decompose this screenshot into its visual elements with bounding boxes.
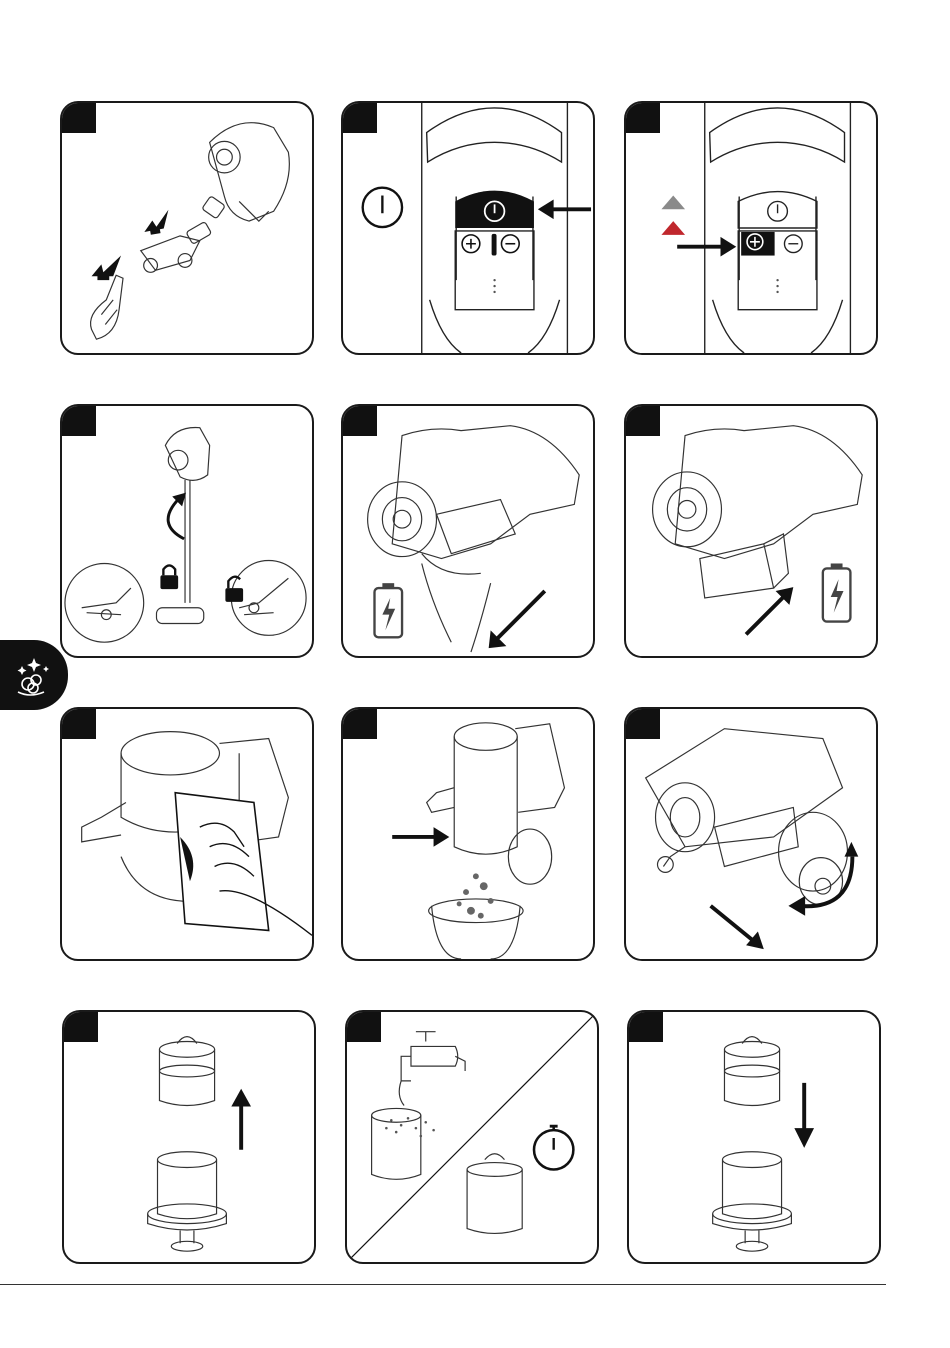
battery-insert-icon	[626, 406, 876, 656]
step-11-panel	[345, 1010, 599, 1264]
step-12-panel	[627, 1010, 881, 1264]
speed-up-button-icon	[626, 103, 876, 353]
faucet-timer-icon	[347, 1012, 597, 1262]
battery-remove-icon	[343, 406, 593, 656]
step-10-panel	[62, 1010, 316, 1264]
wipe-cloth-icon	[62, 709, 312, 959]
step-6-panel	[624, 404, 878, 658]
lock-unlock-icon	[62, 406, 312, 656]
step-1-panel	[60, 101, 314, 355]
step-4-panel	[60, 404, 314, 658]
step-9-panel	[624, 707, 878, 961]
filter-insert-icon	[629, 1012, 879, 1262]
rotate-open-icon	[626, 709, 876, 959]
disassemble-vacuum-icon	[62, 103, 312, 353]
power-button-icon	[343, 103, 593, 353]
section-tab	[0, 640, 68, 710]
step-7-panel	[60, 707, 314, 961]
step-5-panel	[341, 404, 595, 658]
filter-remove-icon	[64, 1012, 314, 1262]
footer-rule	[0, 1284, 886, 1285]
empty-dust-bin-icon	[343, 709, 593, 959]
cleaning-sparkle-icon	[0, 640, 68, 710]
step-2-panel	[341, 101, 595, 355]
step-8-panel	[341, 707, 595, 961]
step-3-panel	[624, 101, 878, 355]
